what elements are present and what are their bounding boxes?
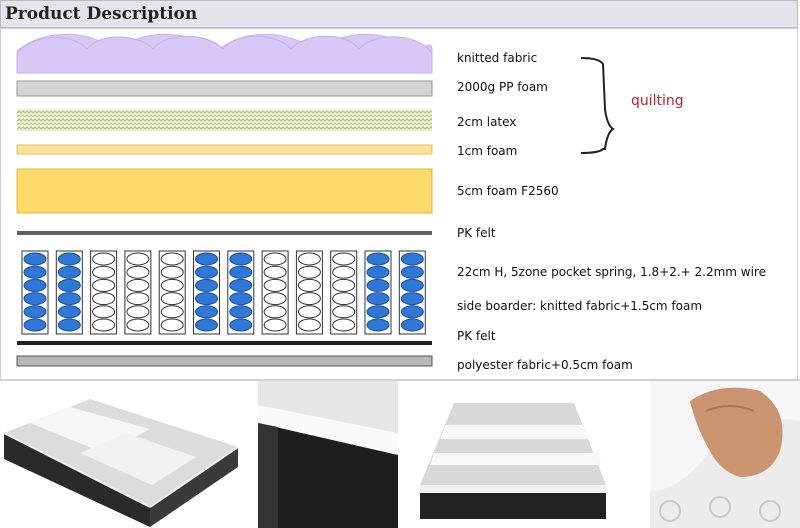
spring-column-12 <box>398 250 426 335</box>
spring-column-9 <box>295 250 323 335</box>
section-title: Product Description <box>5 4 198 24</box>
spring-column-8 <box>261 250 289 335</box>
spring-column-2 <box>55 250 83 335</box>
foam-1cm-layer <box>16 144 433 155</box>
label-foam-5cm: 5cm foam F2560 <box>457 184 559 198</box>
quilting-bracket <box>580 57 615 154</box>
spring-column-7 <box>227 250 255 335</box>
polyester-layer <box>16 355 433 367</box>
section-header: Product Description <box>0 0 798 28</box>
quilting-label: quilting <box>631 93 684 109</box>
label-pp-foam: 2000g PP foam <box>457 80 548 94</box>
spring-column-5 <box>158 250 186 335</box>
mattress-layer-diagram: knitted fabric 2000g PP foam 2cm latex 1… <box>0 28 798 380</box>
spring-column-10 <box>330 250 358 335</box>
product-photo-strip <box>0 381 800 528</box>
label-pk-felt-top: PK felt <box>457 226 496 240</box>
photo-hand-press <box>650 381 800 528</box>
photo-mattress-front <box>412 381 612 528</box>
label-foam-1cm: 1cm foam <box>457 144 518 158</box>
spring-column-6 <box>193 250 220 335</box>
label-pocket-spring: 22cm H, 5zone pocket spring, 1.8+2.+ 2.2… <box>457 265 767 279</box>
pk-felt-layer-bottom <box>17 341 432 345</box>
photo-mattress-corner <box>258 381 398 528</box>
spring-column-4 <box>124 250 152 335</box>
latex-layer <box>17 109 432 131</box>
spring-column-11 <box>364 250 392 335</box>
pk-felt-layer-top <box>17 231 432 235</box>
label-side-border: side boarder: knitted fabric+1.5cm foam <box>457 299 703 313</box>
label-polyester: polyester fabric+0.5cm foam <box>457 358 633 372</box>
pocket-spring-layer <box>21 250 426 335</box>
photo-mattress-angle <box>0 381 240 528</box>
label-knitted-fabric: knitted fabric <box>457 51 538 65</box>
spring-column-3 <box>90 250 118 335</box>
spring-column-1 <box>21 250 49 335</box>
label-latex: 2cm latex <box>457 115 517 129</box>
label-pk-felt-bottom: PK felt <box>457 329 496 343</box>
divider <box>0 379 800 381</box>
pp-foam-layer <box>16 80 433 97</box>
foam-5cm-layer <box>16 168 433 214</box>
